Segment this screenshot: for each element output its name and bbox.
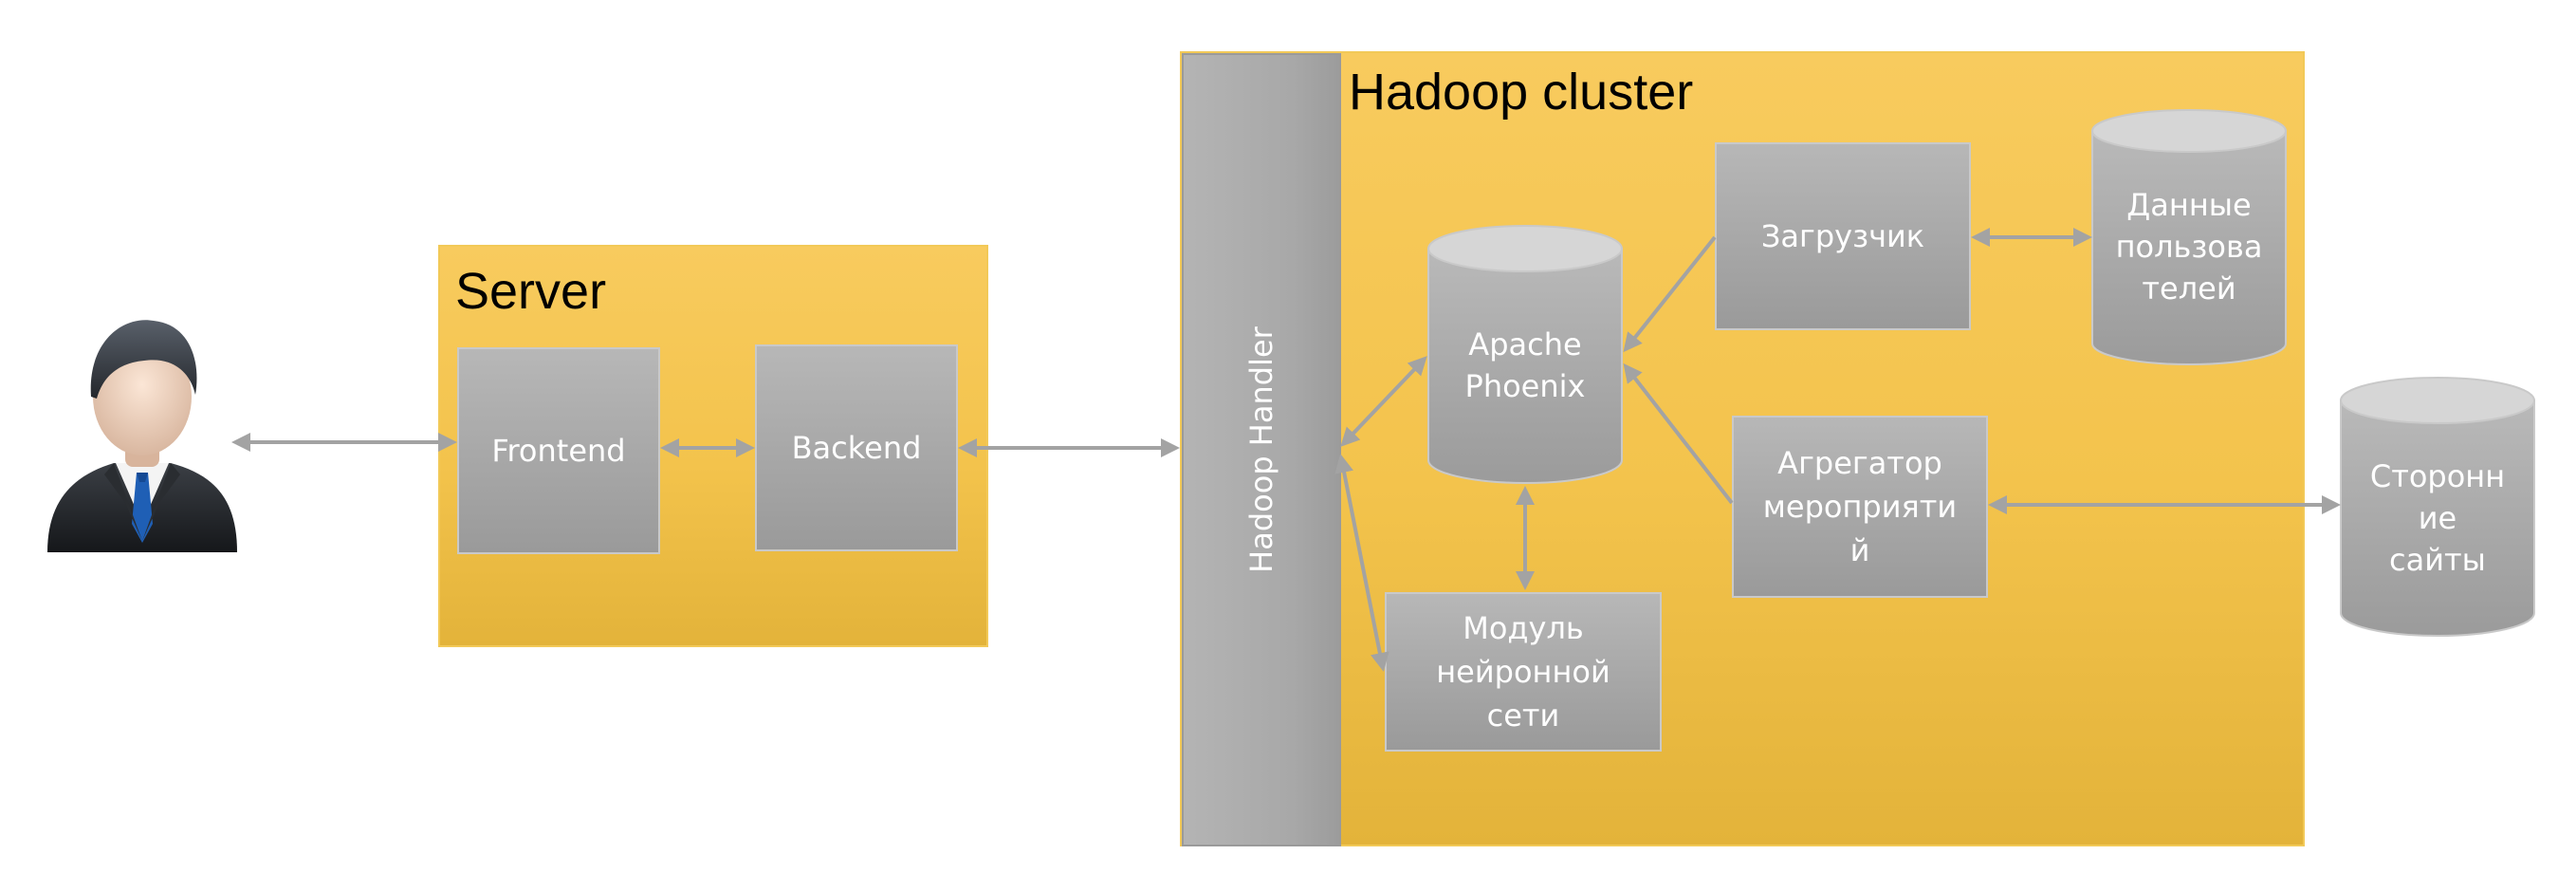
neural-module-box: Модуль нейронной сети [1385,592,1662,752]
third-party-sites-cylinder [2340,377,2535,637]
backend-box: Backend [755,344,958,551]
server-title: Server [455,263,607,320]
user-data-label: Данные пользова телей [2115,187,2263,307]
loader-box: Загрузчик [1715,142,1971,330]
user-data-cylinder [2091,109,2287,365]
third-party-sites-label: Сторонн ие сайты [2369,458,2506,578]
apache-phoenix-label: Apache Phoenix [1464,326,1586,404]
arrow-aggregator-phoenix [1623,362,1734,505]
frontend-box: Frontend [457,347,660,554]
apache-phoenix-cylinder [1427,225,1623,484]
user-icon [38,304,247,560]
hadoop-handler: Hadoop Handler [1182,53,1341,846]
arrow-loader-phoenix [1623,235,1717,353]
arrow-handler-phoenix [1340,356,1427,447]
hadoop-cluster-title: Hadoop cluster [1349,64,1694,121]
aggregator-box: Агрегатор мероприяти й [1732,416,1988,598]
arrow-handler-neural [1334,454,1389,672]
